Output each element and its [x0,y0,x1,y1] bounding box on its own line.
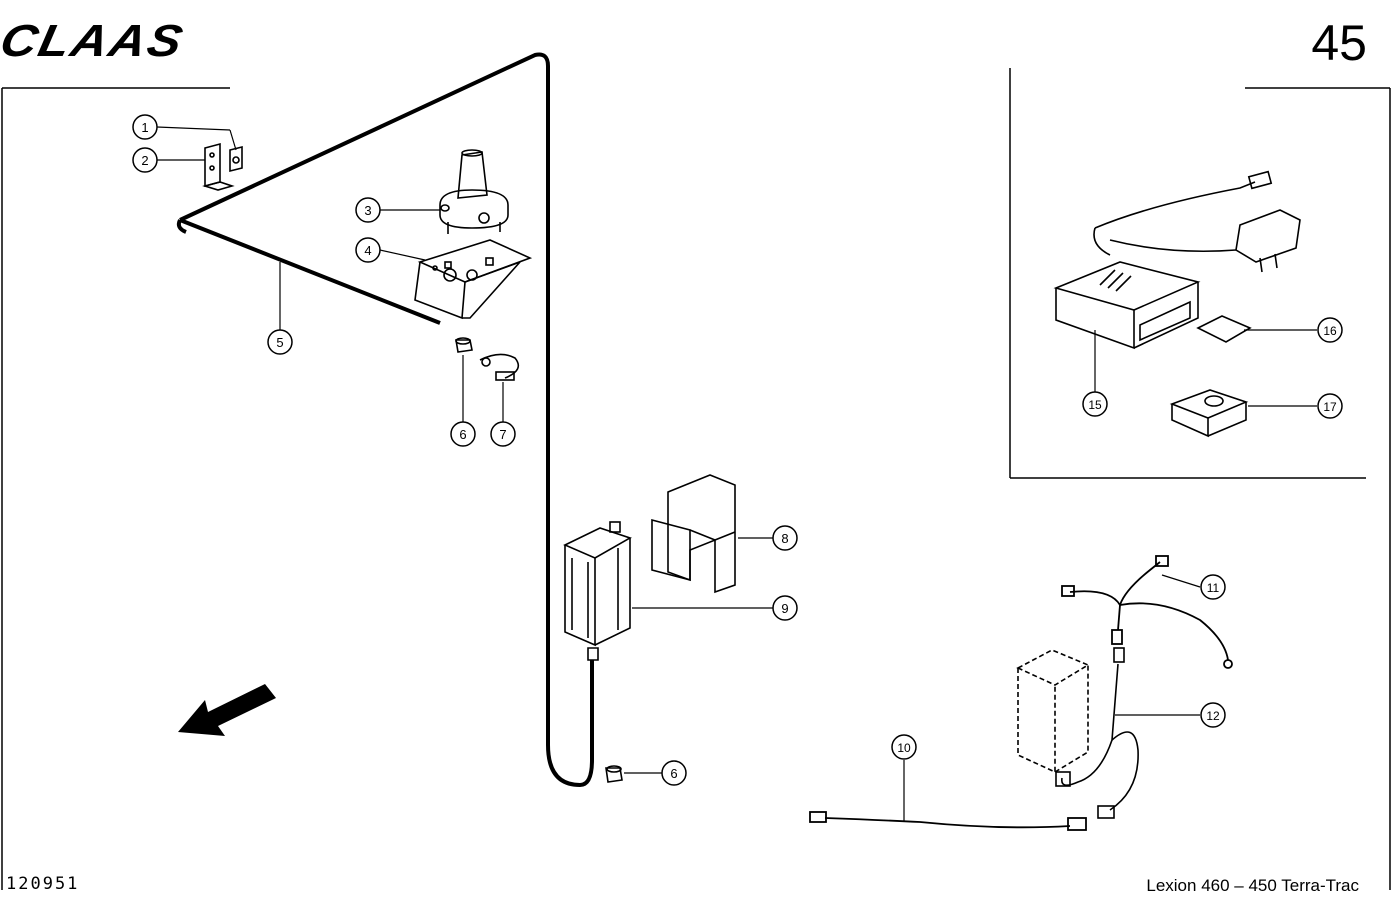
callout-10: 10 [891,734,917,760]
bracket-8 [651,474,736,594]
callout-3: 3 [355,197,381,223]
callout-2-label: 2 [141,153,148,168]
callout-12: 12 [1200,702,1226,728]
document-code: 120951 [6,874,80,894]
unit-15 [1053,170,1301,350]
callout-5-label: 5 [276,335,283,350]
plate-4 [414,239,533,320]
callout-1-label: 1 [141,120,148,135]
callout-5: 5 [267,329,293,355]
callout-11: 11 [1200,574,1226,600]
harness-10 [809,811,1087,831]
callout-17: 17 [1317,393,1343,419]
callout-8: 8 [772,525,798,551]
callout-17-label: 17 [1323,400,1337,414]
box-17 [1169,389,1249,438]
callout-15: 15 [1082,391,1108,417]
callout-16: 16 [1317,317,1343,343]
harness-11 [1061,555,1233,669]
callout-4: 4 [355,237,381,263]
callout-4-label: 4 [364,243,371,258]
callout-6-top: 6 [450,421,476,447]
callout-6-bottom-label: 6 [670,766,677,781]
callout-9-label: 9 [781,601,788,616]
callout-15-label: 15 [1088,398,1102,412]
nut-6 [455,337,623,783]
model-label: Lexion 460 – 450 Terra-Trac [1146,876,1359,895]
callout-11-label: 11 [1207,581,1220,595]
callout-3-label: 3 [364,203,371,218]
plug-7 [479,353,520,381]
callout-16-label: 16 [1323,324,1337,338]
callout-1: 1 [132,114,158,140]
box-9 [563,521,632,661]
callout-7-label: 7 [499,427,506,442]
frame-lines [1,68,1391,890]
callout-7: 7 [490,421,516,447]
callout-6-bottom: 6 [661,760,687,786]
cable-5 [176,52,594,788]
callout-9: 9 [772,595,798,621]
leader-lines [156,126,1317,822]
harness-12 [1016,647,1139,819]
callout-12-label: 12 [1206,709,1220,723]
callout-8-label: 8 [781,531,788,546]
card-16 [1196,315,1252,343]
bracket-1-2 [202,142,243,191]
direction-arrow [178,684,276,736]
callout-6-top-label: 6 [459,427,466,442]
callout-2: 2 [132,147,158,173]
page-number: 45 [1311,15,1367,71]
callout-10-label: 10 [897,741,911,755]
antenna-3 [439,149,509,234]
